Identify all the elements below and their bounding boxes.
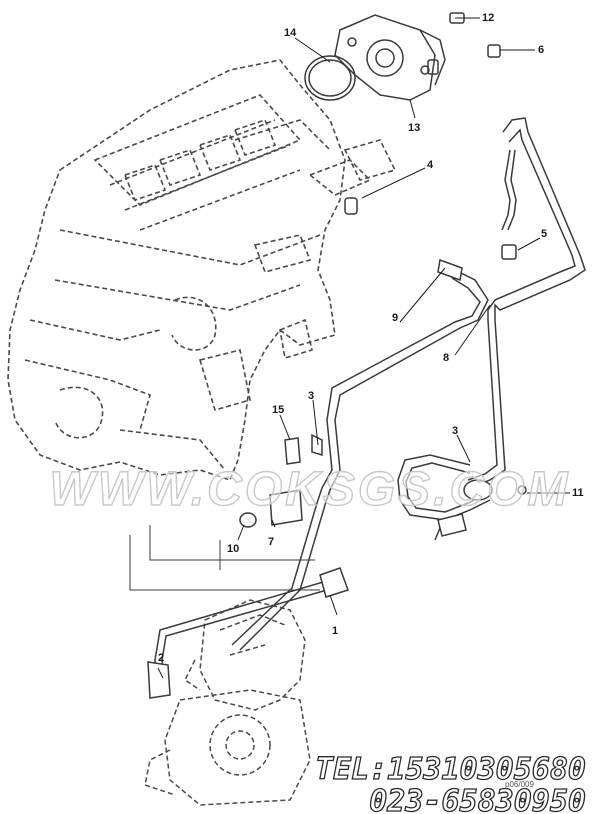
callout-7: 7: [268, 536, 275, 548]
callout-leaders: [157, 17, 570, 679]
engine-block-outline: [7, 59, 397, 481]
compressor-air-line: [154, 579, 335, 691]
callout-8: 8: [443, 352, 450, 364]
gasket-14: [304, 55, 356, 101]
callout-13: 13: [408, 122, 421, 134]
callout-5: 5: [541, 228, 548, 240]
drawing-stamp: p06/009: [505, 780, 534, 789]
callout-3-right: 3: [452, 425, 459, 437]
callout-10: 10: [227, 543, 240, 555]
callout-1: 1: [332, 625, 339, 637]
callout-3-left: 3: [308, 390, 315, 402]
callout-2: 2: [158, 652, 165, 664]
callout-14: 14: [284, 27, 297, 39]
callout-12: 12: [482, 12, 495, 24]
air-line-tube-8: [467, 117, 586, 489]
cover-plate-13: [334, 14, 446, 101]
fittings: [147, 12, 527, 699]
air-compressor-outline: [144, 599, 311, 806]
callout-15: 15: [272, 404, 285, 416]
callout-11: 11: [572, 487, 584, 499]
contact-phone-secondary: 023-65830950: [369, 783, 587, 814]
leader-guides: [129, 525, 320, 591]
contact-telephone: TEL:15310305680: [314, 751, 586, 787]
site-watermark: WWW.COKSGS.COM: [49, 462, 571, 516]
callout-6: 6: [538, 44, 545, 56]
air-line-tube-9: [231, 269, 489, 651]
callout-9: 9: [392, 312, 399, 324]
callout-4: 4: [427, 159, 434, 171]
